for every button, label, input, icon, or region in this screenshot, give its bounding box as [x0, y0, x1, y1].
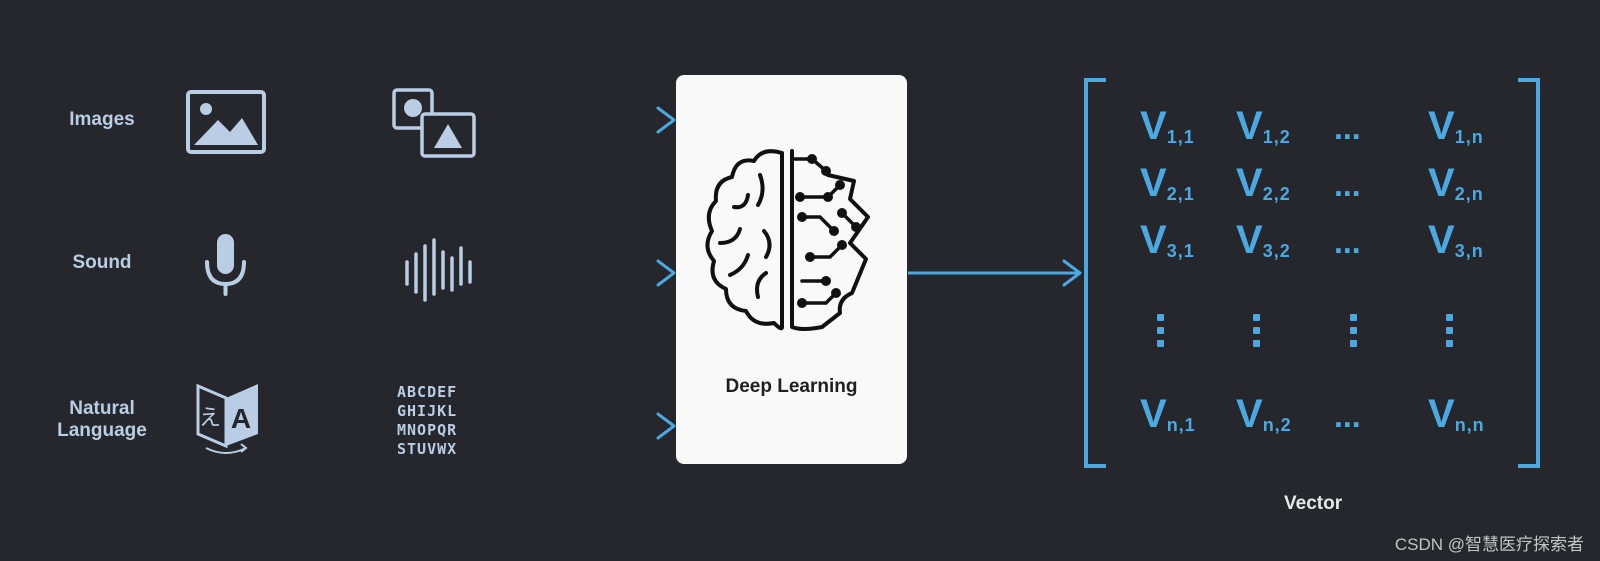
deep-learning-card: Deep Learning — [676, 75, 907, 464]
vector-cell-3-1: V3,1 — [1140, 218, 1195, 262]
vector-vdots-3 — [1350, 314, 1357, 348]
image-icon — [186, 90, 266, 154]
alphabet-block: ABCDEF GHIJKL MNOPQR STUVWX — [397, 383, 458, 458]
matrix-left-bracket — [1084, 78, 1106, 468]
vector-cell-3-n: V3,n — [1428, 218, 1484, 262]
sound-label: Sound — [72, 252, 132, 273]
sound-arrow — [322, 259, 676, 287]
vector-cell-2-2: V2,2 — [1236, 161, 1291, 205]
vector-label: Vector — [1284, 493, 1343, 514]
watermark: CSDN @智慧医疗探索者 — [1394, 535, 1584, 554]
microphone-icon — [205, 234, 246, 296]
svg-text:え: え — [199, 406, 221, 431]
translate-icon: A え — [196, 383, 258, 454]
vector-vdots-4 — [1446, 314, 1453, 348]
svg-text:A: A — [231, 403, 251, 434]
brain-circuit-icon — [705, 149, 870, 331]
vector-cell-1-1: V1,1 — [1140, 104, 1195, 148]
vector-cell-n-1: Vn,1 — [1140, 392, 1196, 436]
vector-cell-1-2: V1,2 — [1236, 104, 1291, 148]
vector-ellipsis-n: ... — [1334, 398, 1361, 434]
images-label: Images — [69, 109, 135, 130]
images-arrow — [310, 106, 676, 134]
language-arrow — [318, 412, 676, 440]
vector-vdots-2 — [1253, 314, 1260, 348]
vector-cell-3-2: V3,2 — [1236, 218, 1291, 262]
vector-cell-2-1: V2,1 — [1140, 161, 1195, 205]
output-arrow — [908, 259, 1082, 287]
sound-wave-icon — [405, 238, 472, 302]
vector-cell-1-n: V1,n — [1428, 104, 1484, 148]
vector-ellipsis-3: ... — [1334, 224, 1361, 260]
vector-vdots-1 — [1157, 314, 1164, 348]
vector-cell-n-n: Vn,n — [1428, 392, 1485, 436]
vector-ellipsis-2: ... — [1334, 167, 1361, 203]
deep-learning-title: Deep Learning — [725, 376, 858, 397]
natural-language-label: Natural Language — [57, 398, 147, 441]
matrix-right-bracket — [1518, 78, 1540, 468]
vector-cell-2-n: V2,n — [1428, 161, 1484, 205]
vector-cell-n-2: Vn,2 — [1236, 392, 1292, 436]
overlapping-images-icon — [392, 88, 476, 158]
vector-ellipsis-1: ... — [1334, 110, 1361, 146]
